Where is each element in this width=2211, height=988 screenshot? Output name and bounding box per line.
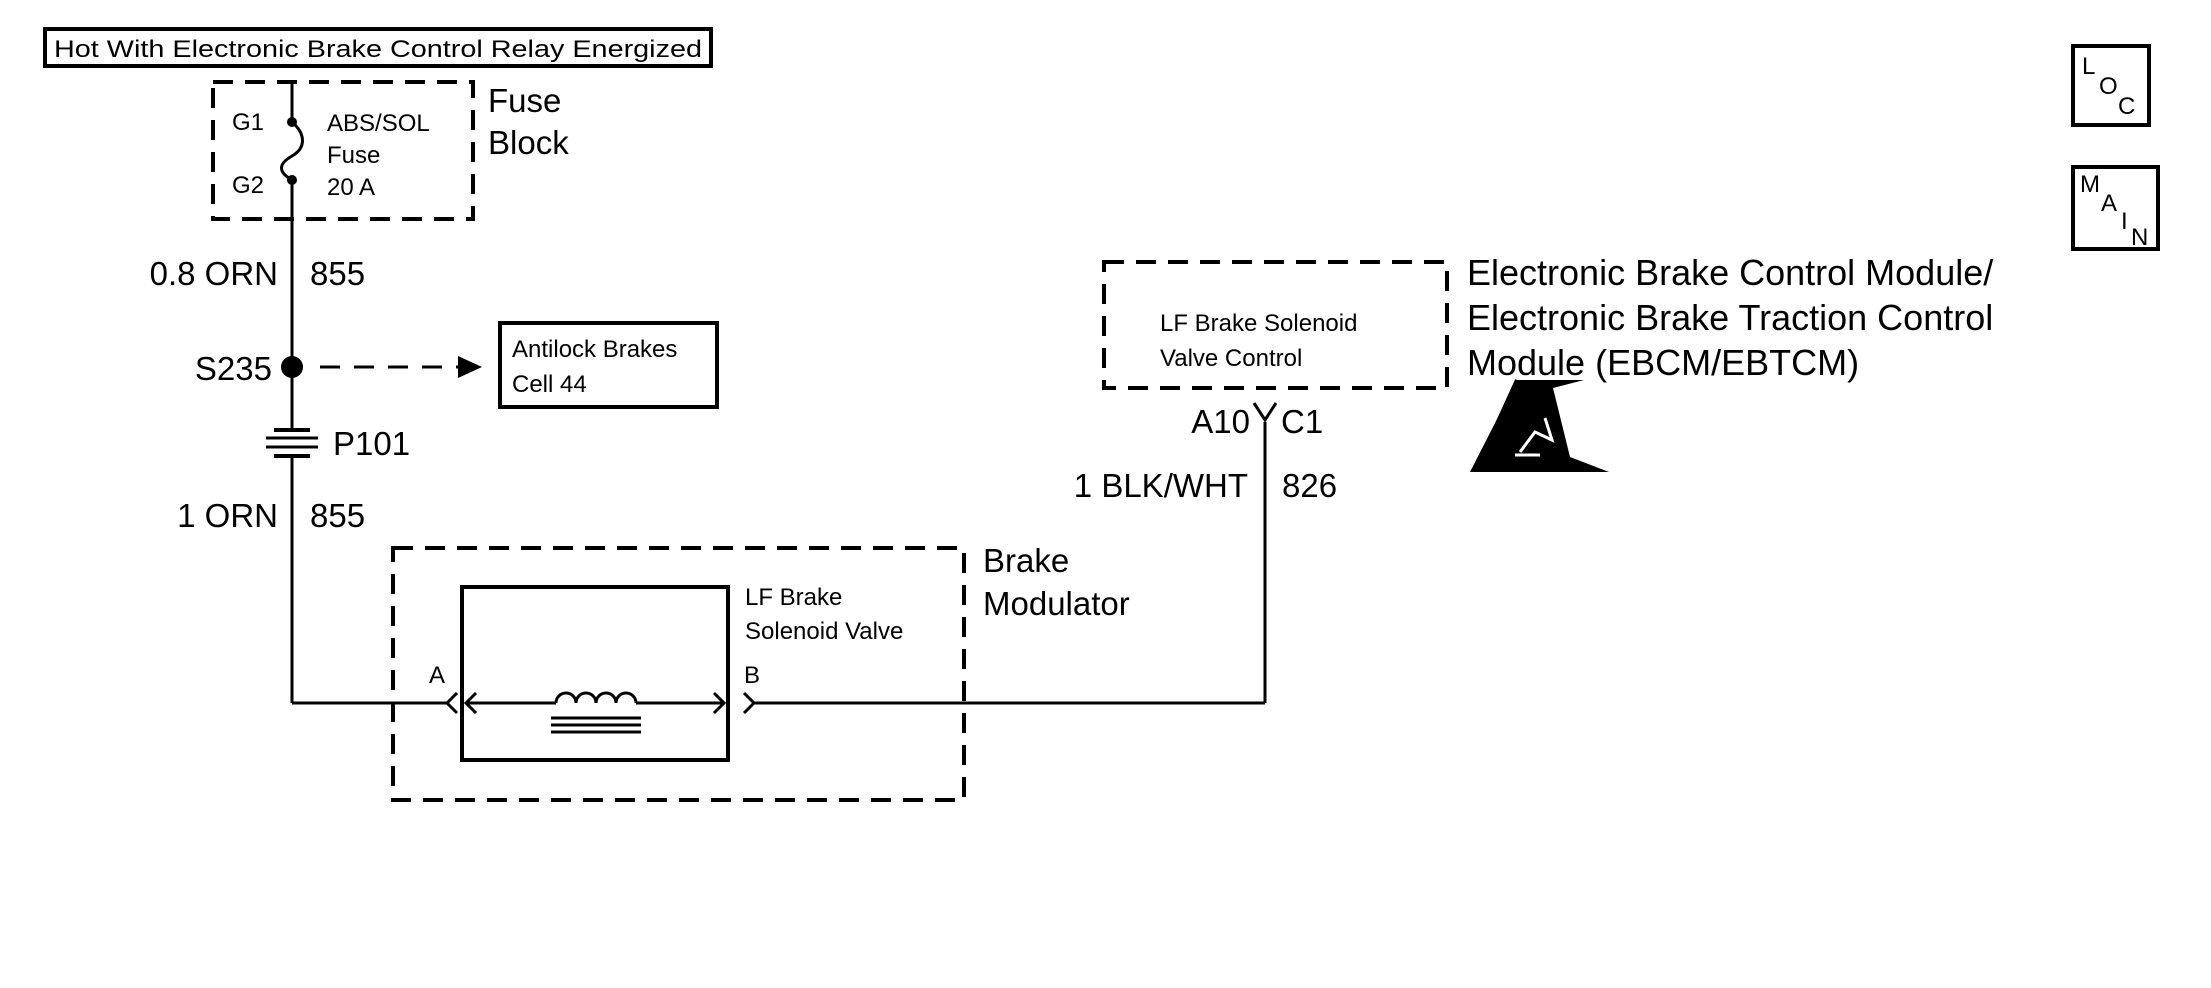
ebcm-title-line2: Electronic Brake Traction Control	[1467, 297, 1993, 338]
wire-upper-gauge-color: 0.8 ORN	[150, 255, 278, 292]
reference-line2: Cell 44	[512, 371, 587, 398]
main-letter-2: A	[2101, 190, 2117, 217]
pin-connector-icon	[1252, 402, 1278, 423]
valve-label-line2: Solenoid Valve	[745, 618, 903, 645]
ebcm-module: LF Brake Solenoid Valve Control Electron…	[1102, 252, 1993, 440]
ebcm-connector-label: C1	[1281, 403, 1323, 440]
ebcm-inner-line2: Valve Control	[1160, 345, 1302, 372]
wire-lower-circuit: 855	[310, 497, 365, 534]
splice-s235: S235	[195, 350, 482, 387]
wire-lower-gauge-color: 1 ORN	[177, 497, 278, 534]
loc-letter-3: C	[2118, 93, 2135, 120]
fuse-terminal-g1: G1	[232, 109, 264, 136]
loc-letter-1: L	[2082, 53, 2095, 80]
terminal-b-label: B	[744, 662, 760, 689]
ebcm-title-line3: Module (EBCM/EBTCM)	[1467, 342, 1859, 383]
terminal-a-label: A	[429, 662, 445, 689]
right-circuit-wire	[754, 422, 1267, 705]
fuse-label-line1: ABS/SOL	[327, 110, 430, 137]
connector-p101: P101	[266, 425, 410, 462]
ebcm-pin-label: A10	[1191, 403, 1250, 440]
splice-dot	[281, 356, 303, 378]
wire-right-gauge-color: 1 BLK/WHT	[1074, 467, 1248, 504]
wire-upper-circuit: 855	[310, 255, 365, 292]
solenoid-coil-icon	[551, 691, 641, 734]
connector-label: P101	[333, 425, 410, 462]
antilock-brakes-reference[interactable]: Antilock Brakes Cell 44	[498, 321, 719, 409]
fuse-label-line3: 20 A	[327, 174, 375, 201]
fuse-terminal-g2: G2	[232, 172, 264, 199]
fuse-icon	[280, 82, 304, 185]
arrow-icon	[458, 356, 482, 378]
fuse-block-title-line2: Block	[488, 124, 569, 161]
left-circuit-wire	[290, 180, 447, 705]
solenoid-valve-box	[460, 585, 730, 762]
wire-right-circuit: 826	[1282, 467, 1337, 504]
terminal-a-chevron	[444, 691, 459, 715]
main-letter-4: N	[2131, 224, 2148, 251]
esd-warning-icon	[1470, 379, 1609, 472]
fuse-block: Fuse Block G1 G2 ABS/SOL Fuse 20 A	[211, 80, 569, 221]
fuse-block-title-line1: Fuse	[488, 82, 561, 119]
ebcm-title-line1: Electronic Brake Control Module/	[1467, 252, 1993, 293]
modulator-title-line1: Brake	[983, 542, 1069, 579]
terminal-b-chevron	[742, 691, 757, 715]
splice-label: S235	[195, 350, 272, 387]
ebcm-inner-line1: LF Brake Solenoid	[1160, 310, 1357, 337]
loc-letter-2: O	[2099, 73, 2118, 100]
fuse-label-line2: Fuse	[327, 142, 380, 169]
main-letter-3: I	[2121, 208, 2128, 235]
main-button[interactable]: M A I N	[2071, 165, 2160, 251]
main-letter-1: M	[2080, 171, 2100, 198]
reference-line1: Antilock Brakes	[512, 336, 677, 363]
header-label: Hot With Electronic Brake Control Relay …	[54, 36, 702, 63]
loc-button[interactable]: L O C	[2071, 44, 2151, 127]
header-box: Hot With Electronic Brake Control Relay …	[43, 27, 713, 68]
modulator-title-line2: Modulator	[983, 585, 1130, 622]
valve-label-line1: LF Brake	[745, 584, 842, 611]
brake-modulator: Brake Modulator LF Brake Solenoid Valve …	[391, 542, 1130, 802]
